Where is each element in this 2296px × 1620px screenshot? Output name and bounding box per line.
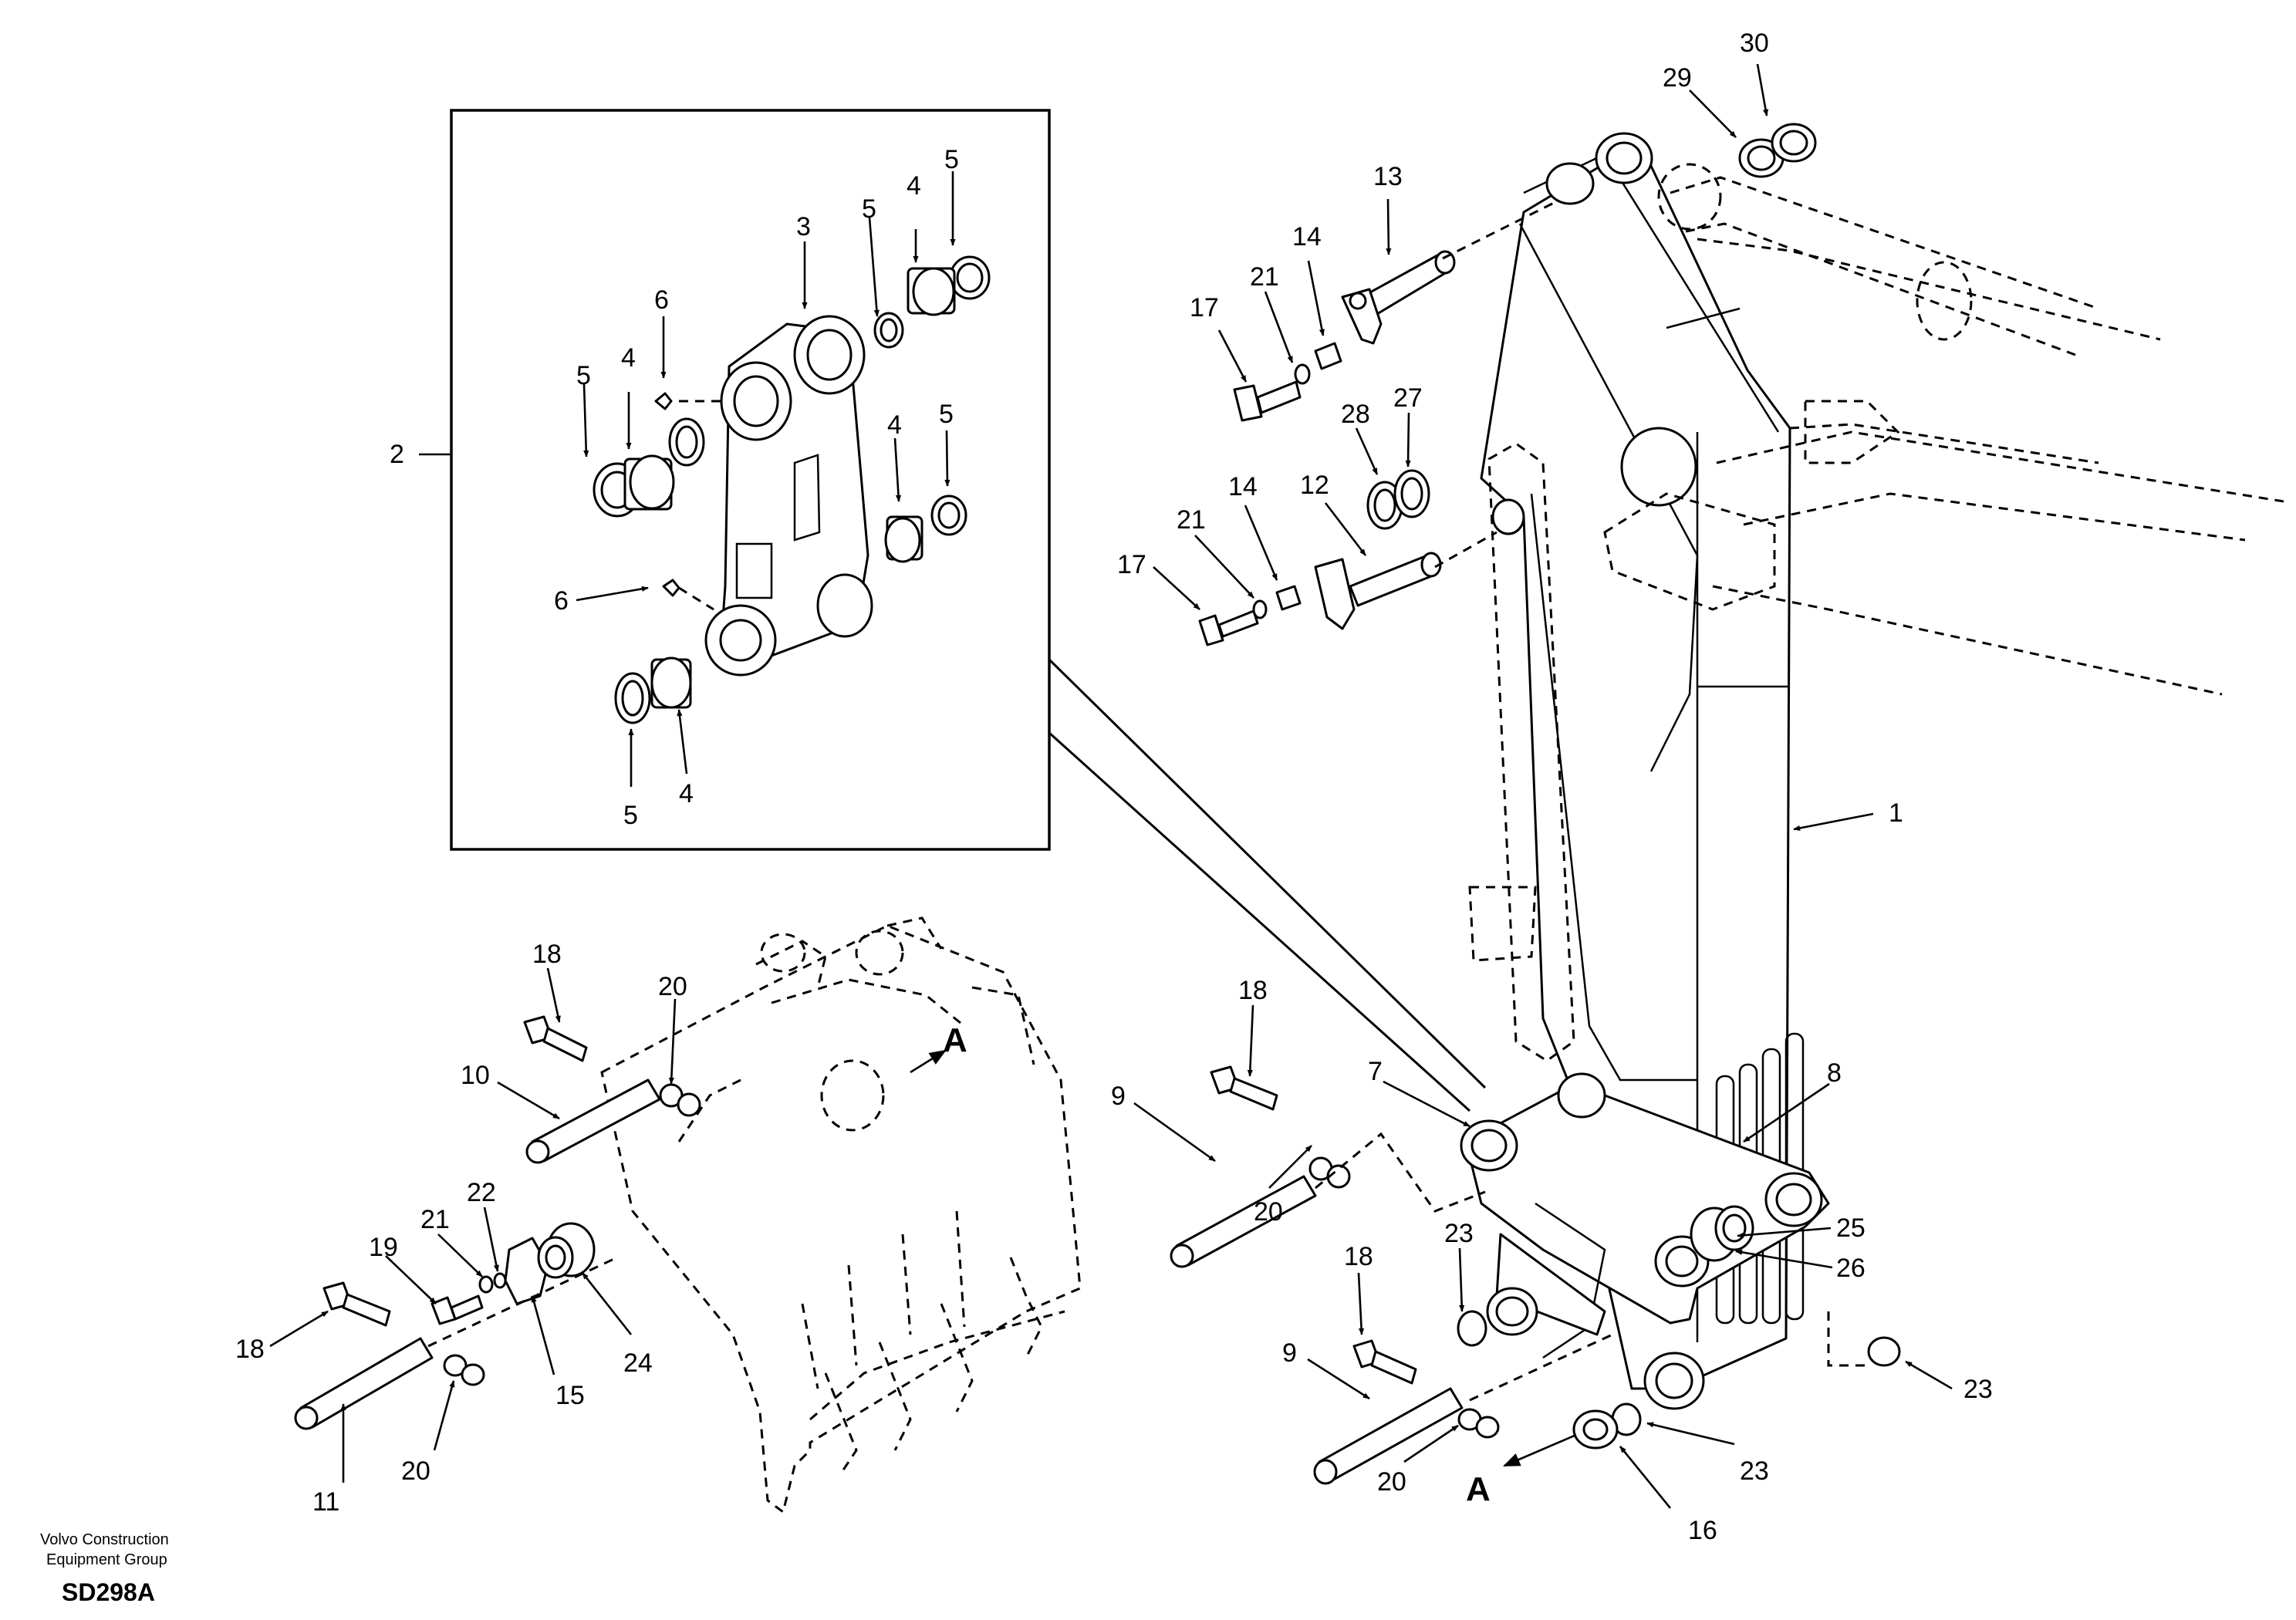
callout-26: 26 <box>1836 1254 1866 1283</box>
callout-18-lower-left: 18 <box>235 1335 265 1364</box>
callout-22: 22 <box>467 1178 496 1207</box>
ring-23-a <box>1457 1310 1487 1347</box>
pin-10 <box>525 1078 661 1164</box>
bolt-18-upper-left <box>523 1015 588 1062</box>
bolt-18-lower-left <box>322 1281 391 1327</box>
callout-9-lower: 9 <box>1282 1338 1297 1368</box>
callout-5-inset-right: 5 <box>939 400 954 429</box>
callout-21-upper: 21 <box>1250 262 1279 292</box>
callout-27: 27 <box>1393 383 1423 413</box>
callout-17-upper: 17 <box>1190 293 1219 322</box>
plate-15 <box>504 1237 549 1305</box>
bolt-18-lower-right <box>1352 1339 1417 1385</box>
nut-20-d <box>443 1354 468 1377</box>
view-marker-a-lower: A <box>1466 1470 1491 1508</box>
callout-21-lower: 21 <box>1177 505 1206 535</box>
callout-9-upper: 9 <box>1111 1082 1126 1111</box>
washer-21-lower <box>1252 599 1268 619</box>
bolt-18-upper-right <box>1210 1065 1278 1111</box>
pin-9-lower <box>1313 1387 1464 1485</box>
callout-19: 19 <box>369 1233 398 1262</box>
callout-21-left: 21 <box>420 1205 450 1234</box>
pin-9-upper <box>1170 1175 1317 1268</box>
callout-23-right: 23 <box>1963 1375 1993 1404</box>
callout-10: 10 <box>461 1061 490 1090</box>
callout-23-lower: 23 <box>1740 1456 1769 1486</box>
bolt-17-upper <box>1233 380 1302 422</box>
pin-16 <box>1572 1409 1619 1450</box>
callout-11: 11 <box>312 1487 339 1517</box>
callout-23-upper: 23 <box>1444 1219 1474 1248</box>
company-name-line1: Volvo Construction <box>40 1531 169 1548</box>
callout-6-lower: 6 <box>554 586 569 616</box>
hardware-parts <box>294 123 1901 1485</box>
callout-14-lower: 14 <box>1228 472 1258 501</box>
bucket-ghost-outline <box>600 916 1082 1514</box>
footer: Volvo Construction Equipment Group SD298… <box>40 1531 169 1606</box>
plate-14-lower <box>1275 585 1302 611</box>
washer-22 <box>493 1272 507 1289</box>
drawing-code: SD298A <box>62 1578 155 1606</box>
view-marker-a-upper: A <box>943 1021 967 1059</box>
callout-28: 28 <box>1341 400 1370 429</box>
spacer-24 <box>537 1222 596 1279</box>
callout-5-inset-top: 5 <box>862 194 876 224</box>
plate-14-upper <box>1314 342 1342 370</box>
pin-13 <box>1341 250 1456 345</box>
boom-ghost-outline <box>1603 163 2284 696</box>
callout-24: 24 <box>623 1348 653 1378</box>
bolt-19 <box>430 1294 484 1325</box>
callout-6-upper: 6 <box>654 285 669 315</box>
callout-4-inset-left: 4 <box>621 343 636 373</box>
callout-20-upper-right: 20 <box>1254 1197 1283 1227</box>
callout-4-inset-right: 4 <box>887 410 902 440</box>
callout-12: 12 <box>1300 471 1329 500</box>
callout-20-upper-left: 20 <box>658 972 687 1001</box>
callout-4-inset-top: 4 <box>907 171 921 201</box>
callout-25: 25 <box>1836 1213 1866 1243</box>
inset-bushings-seals <box>593 255 991 724</box>
pin-11 <box>294 1337 434 1430</box>
callout-2: 2 <box>390 440 404 469</box>
callout-20-lower-right: 20 <box>1377 1467 1406 1497</box>
callout-5-inset-top-right: 5 <box>944 145 959 174</box>
callout-30: 30 <box>1740 29 1769 58</box>
callout-labels: 1 2 3 4 4 4 4 5 5 5 5 5 6 6 7 8 9 9 10 1… <box>235 29 1993 1545</box>
callout-5-inset-left: 5 <box>576 361 591 390</box>
callout-18-lower-right: 18 <box>1344 1242 1373 1271</box>
callout-3: 3 <box>796 212 811 241</box>
callout-14-upper: 14 <box>1292 222 1322 251</box>
pin-12 <box>1314 552 1442 630</box>
link-rod-3 <box>704 315 873 677</box>
callout-8: 8 <box>1827 1058 1842 1088</box>
callout-15: 15 <box>555 1381 585 1410</box>
callout-1: 1 <box>1889 798 1903 828</box>
callout-4-inset-bottom: 4 <box>679 779 694 808</box>
callout-16: 16 <box>1688 1516 1717 1545</box>
ring-23-b <box>1867 1336 1901 1367</box>
callout-17-lower: 17 <box>1117 550 1146 579</box>
callout-20-lower-left: 20 <box>401 1456 430 1486</box>
callout-18-upper-left: 18 <box>532 940 562 969</box>
callout-29: 29 <box>1663 63 1692 93</box>
callout-13: 13 <box>1373 162 1403 191</box>
callout-7: 7 <box>1368 1057 1383 1086</box>
leader-lines <box>269 63 1953 1509</box>
company-name-line2: Equipment Group <box>46 1551 167 1568</box>
washer-21-upper <box>1294 363 1311 385</box>
callout-5-inset-bottom: 5 <box>623 801 638 830</box>
links-7-8 <box>1460 1072 1830 1359</box>
bolt-17-lower <box>1198 609 1259 646</box>
callout-18-upper-right: 18 <box>1238 976 1268 1005</box>
detail-inset-link-2 <box>450 109 1487 1112</box>
washer-21-left <box>478 1275 494 1294</box>
